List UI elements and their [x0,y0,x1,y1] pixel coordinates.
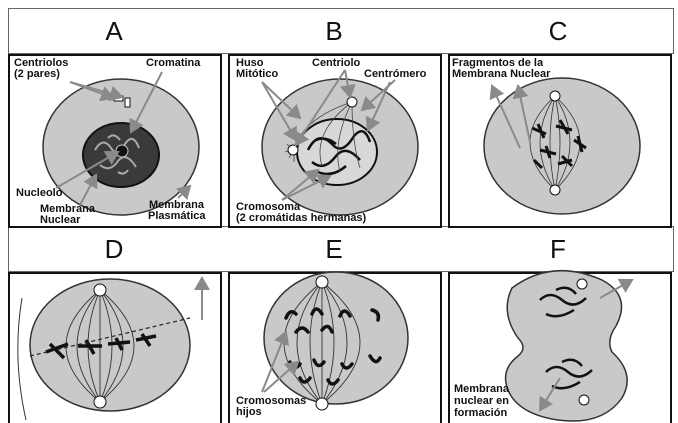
label-membrana-f: Membrana [454,384,509,395]
label-membrana-nuclear-c: Membrana Nuclear [452,69,550,80]
label-centromero: Centrómero [364,69,426,80]
label-membrana-nuclear-2: Nuclear [40,215,80,226]
label-hijos: hijos [236,407,262,418]
panel-e-cell [264,272,408,410]
label-formacion: formación [454,408,507,419]
label-2-pares: (2 pares) [14,69,60,80]
label-centriolo: Centriolo [312,58,360,69]
panel-b-cell [262,79,418,215]
label-membrana-plasmatica-2: Plasmática [148,211,205,222]
label-mitotico: Mitótico [236,69,278,80]
label-cromatidas: (2 cromátidas hermanas) [236,213,366,224]
panel-d-cell [18,279,190,420]
label-cromatina: Cromatina [146,58,200,69]
panel-c-cell [484,78,640,214]
label-nucleolo: Nucleolo [16,188,62,199]
label-nuclear-en: nuclear en [454,396,509,407]
panel-a-cell [43,79,199,215]
